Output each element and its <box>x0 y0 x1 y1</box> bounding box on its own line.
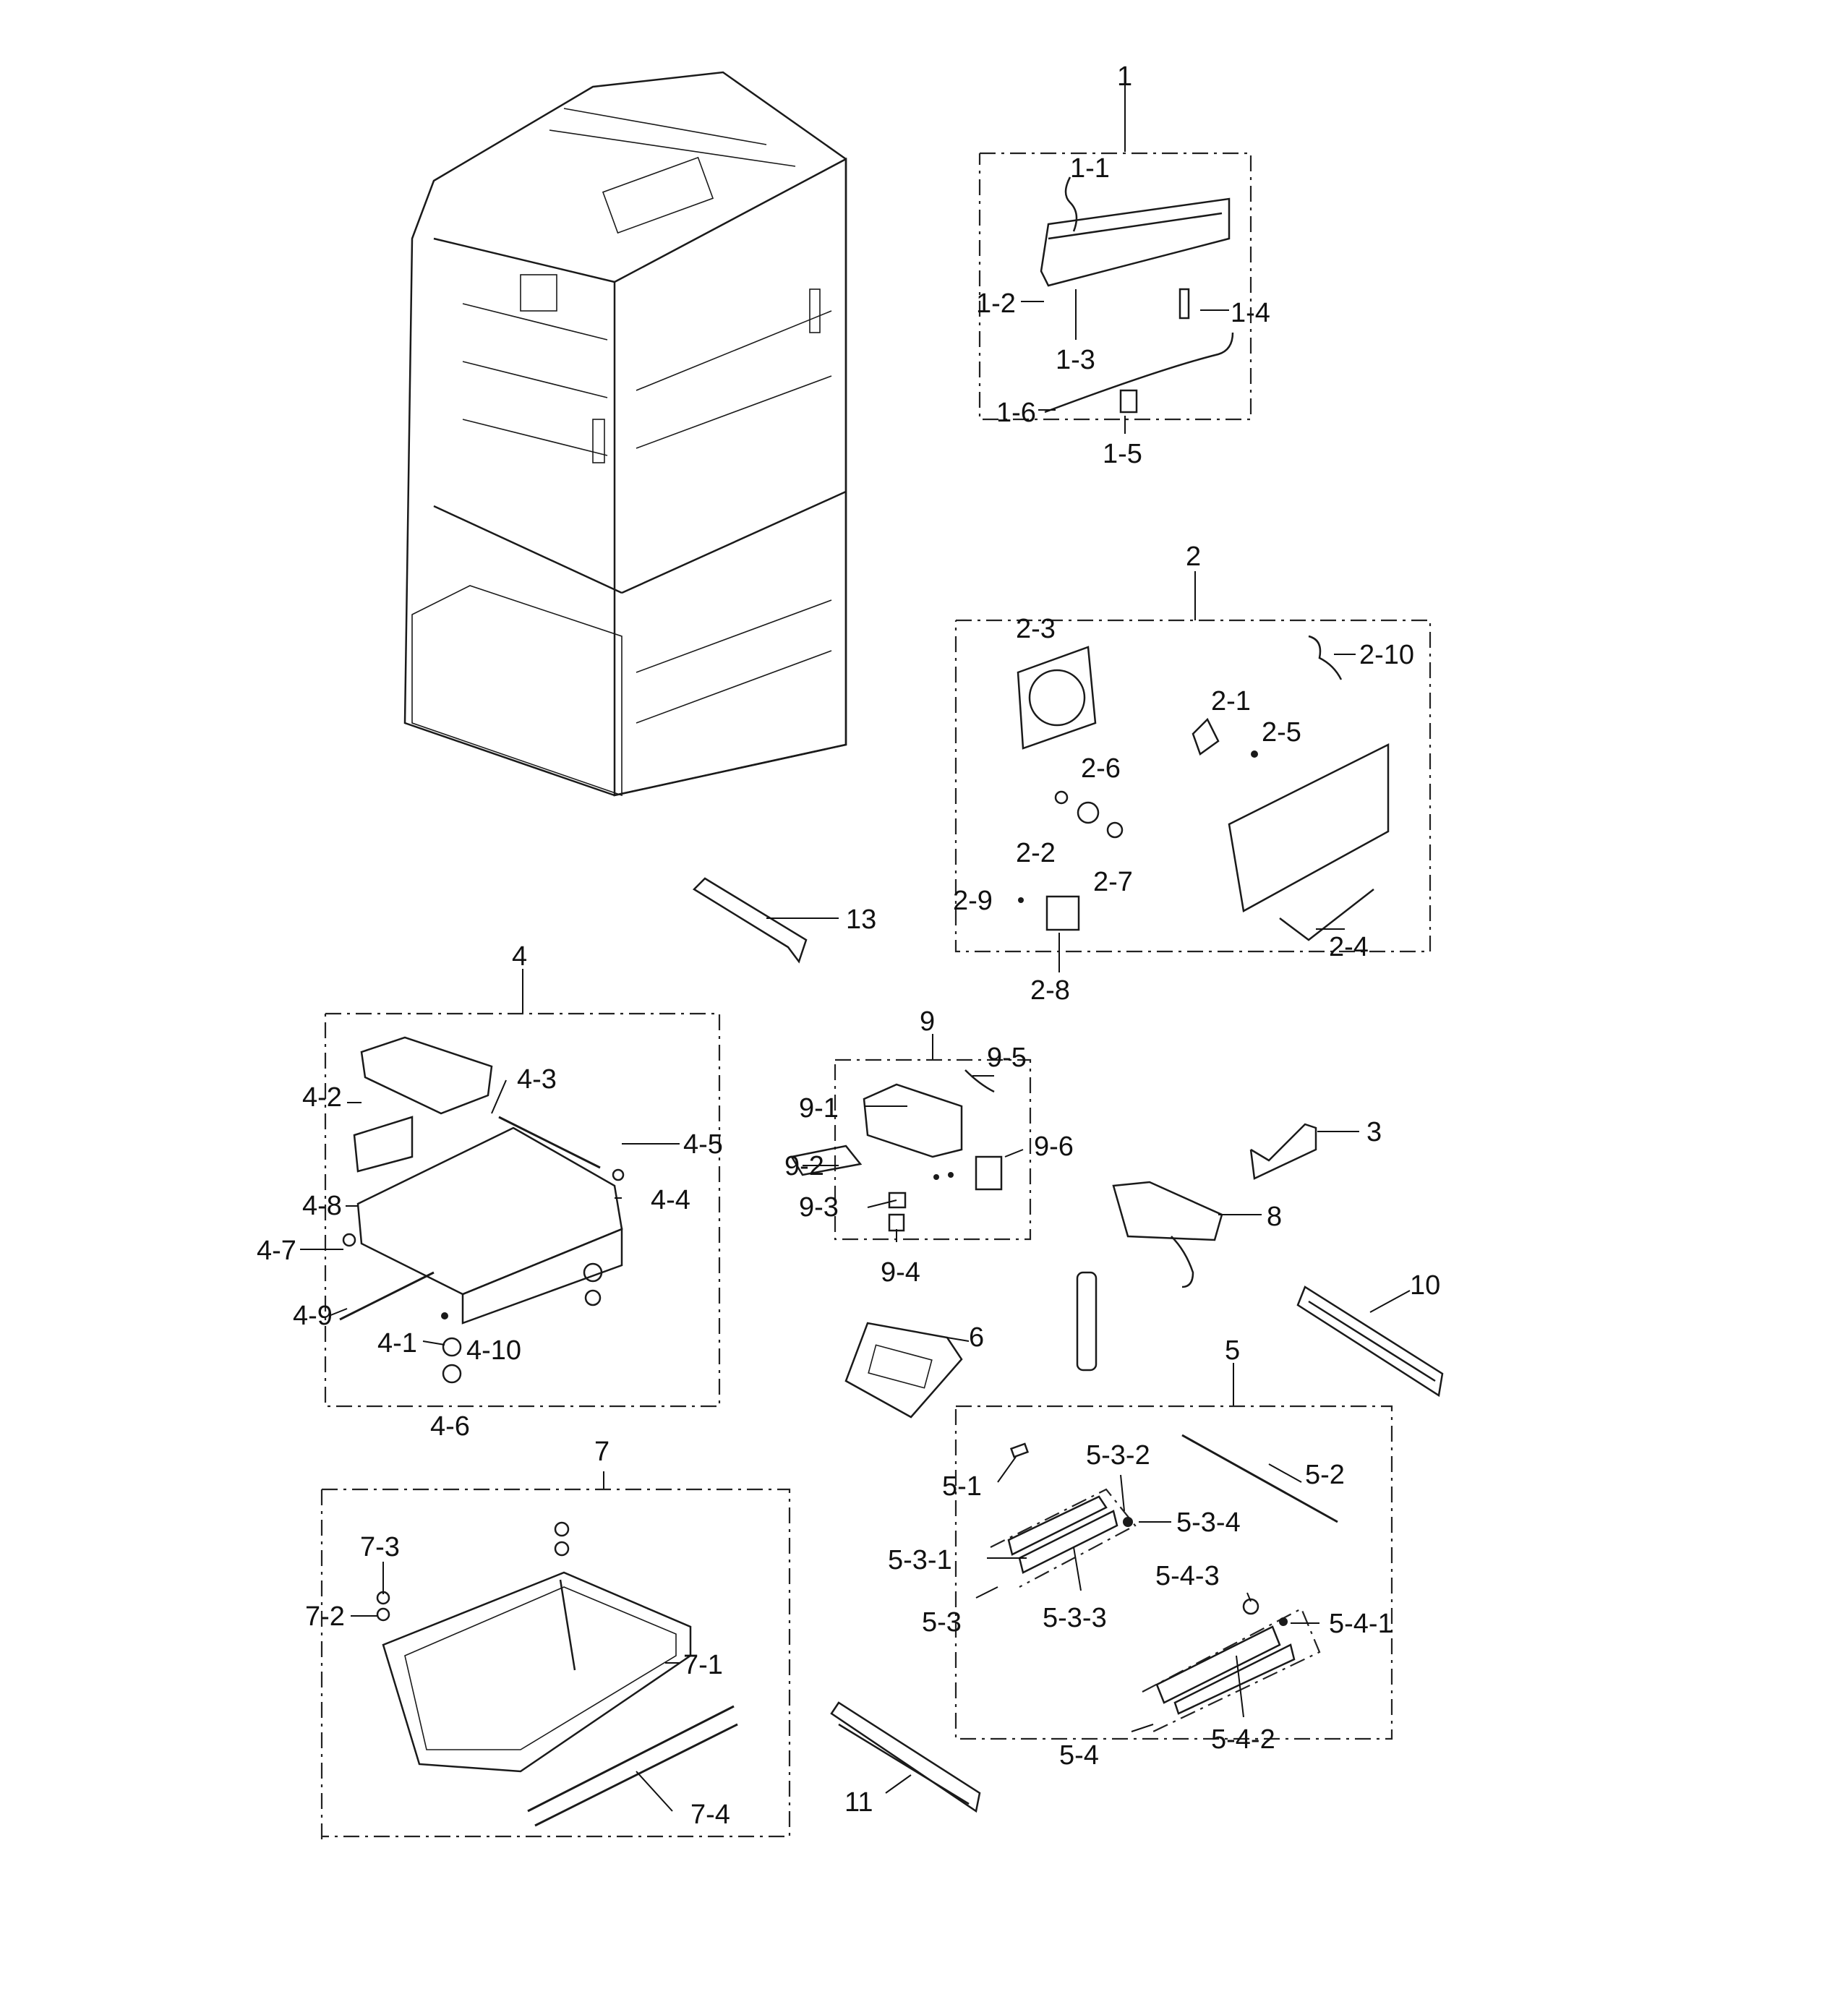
part-13-bracket: 13 <box>692 877 876 964</box>
label-6: 6 <box>969 1322 984 1353</box>
label-9-6: 9-6 <box>1034 1132 1074 1162</box>
label-3: 3 <box>1366 1117 1382 1147</box>
group-1-assembly: 1 1-1 1-2 1-3 1-4 1-5 1-6 <box>976 61 1270 469</box>
label-8: 8 <box>1267 1202 1282 1232</box>
part-3-bracket: 3 <box>1249 1117 1382 1180</box>
label-9-5: 9-5 <box>987 1043 1027 1073</box>
label-11: 11 <box>844 1787 873 1818</box>
label-5-3-3: 5-3-3 <box>1043 1603 1107 1633</box>
label-2-3: 2-3 <box>1016 614 1056 644</box>
label-2-7: 2-7 <box>1093 867 1133 897</box>
label-9-2: 9-2 <box>784 1151 824 1181</box>
label-4-9: 4-9 <box>293 1301 333 1331</box>
label-4-3: 4-3 <box>517 1064 557 1095</box>
label-9: 9 <box>920 1006 935 1037</box>
label-7-3: 7-3 <box>360 1532 400 1562</box>
label-5: 5 <box>1225 1335 1240 1366</box>
label-4-7: 4-7 <box>257 1236 296 1266</box>
label-7-2: 7-2 <box>305 1601 345 1632</box>
label-7-1: 7-1 <box>683 1650 723 1680</box>
label-9-3: 9-3 <box>799 1192 839 1223</box>
label-5-4-2: 5-4-2 <box>1211 1724 1275 1755</box>
part-11-rail: 11 <box>830 1701 981 1818</box>
group-9-assembly: 9 9-5 9-1 9-2 9-6 9-3 9-4 <box>784 1006 1074 1288</box>
cabinet-body <box>403 71 847 797</box>
group-4-assembly: 4 4-2 4-3 4-5 4-4 4-8 4-7 4-9 4-1 4-10 4… <box>257 941 723 1442</box>
label-2-5: 2-5 <box>1262 717 1301 748</box>
label-5-2: 5-2 <box>1305 1460 1345 1490</box>
label-2-1: 2-1 <box>1211 686 1251 716</box>
label-5-4: 5-4 <box>1059 1740 1099 1771</box>
group-2-assembly: 2 2-3 2-10 2-1 2-5 2-6 2-2 2-7 2-9 2-4 2… <box>953 542 1432 1006</box>
label-5-1: 5-1 <box>942 1471 982 1502</box>
label-1-4: 1-4 <box>1231 298 1270 328</box>
label-4-10: 4-10 <box>466 1335 521 1366</box>
label-1: 1 <box>1117 61 1132 92</box>
label-9-4: 9-4 <box>881 1257 920 1288</box>
label-5-3-4: 5-3-4 <box>1176 1507 1241 1538</box>
label-5-4-1: 5-4-1 <box>1329 1609 1393 1639</box>
part-6-cover: 6 <box>844 1322 984 1419</box>
label-9-1: 9-1 <box>799 1093 839 1124</box>
group-5-assembly: 5 5-2 5-1 5-3-2 5-3-4 5-3-1 5-4-3 5-3 5-… <box>888 1335 1393 1771</box>
label-10: 10 <box>1410 1270 1440 1301</box>
label-5-3-2: 5-3-2 <box>1086 1440 1150 1471</box>
label-2-2: 2-2 <box>1016 838 1056 868</box>
label-4-1: 4-1 <box>377 1328 417 1359</box>
label-5-4-3: 5-4-3 <box>1155 1561 1220 1591</box>
label-4-5: 4-5 <box>683 1129 723 1160</box>
label-1-2: 1-2 <box>976 288 1016 319</box>
label-4-8: 4-8 <box>302 1191 342 1221</box>
label-2-10: 2-10 <box>1359 640 1414 670</box>
label-2-8: 2-8 <box>1030 975 1070 1006</box>
label-2-9: 2-9 <box>953 886 993 916</box>
label-4-6: 4-6 <box>430 1411 470 1442</box>
part-10-rail: 10 <box>1296 1270 1444 1398</box>
label-1-3: 1-3 <box>1056 345 1095 375</box>
group-7-assembly: 7 7-3 7-2 7-1 7-4 <box>305 1437 791 1840</box>
label-4-4: 4-4 <box>651 1185 690 1215</box>
label-7: 7 <box>594 1437 609 1467</box>
label-2-6: 2-6 <box>1081 753 1121 784</box>
label-4: 4 <box>512 941 527 972</box>
label-2: 2 <box>1186 542 1201 572</box>
auger-tube <box>1076 1271 1098 1372</box>
label-1-5: 1-5 <box>1103 439 1142 469</box>
label-1-1: 1-1 <box>1070 153 1110 184</box>
part-8-ice-maker: 8 <box>1112 1181 1282 1288</box>
label-5-3: 5-3 <box>922 1607 962 1638</box>
label-1-6: 1-6 <box>996 398 1036 428</box>
label-2-4: 2-4 <box>1329 932 1369 962</box>
label-5-3-1: 5-3-1 <box>888 1545 952 1575</box>
label-7-4: 7-4 <box>690 1800 730 1830</box>
label-13: 13 <box>846 904 876 935</box>
label-4-2: 4-2 <box>302 1082 342 1113</box>
